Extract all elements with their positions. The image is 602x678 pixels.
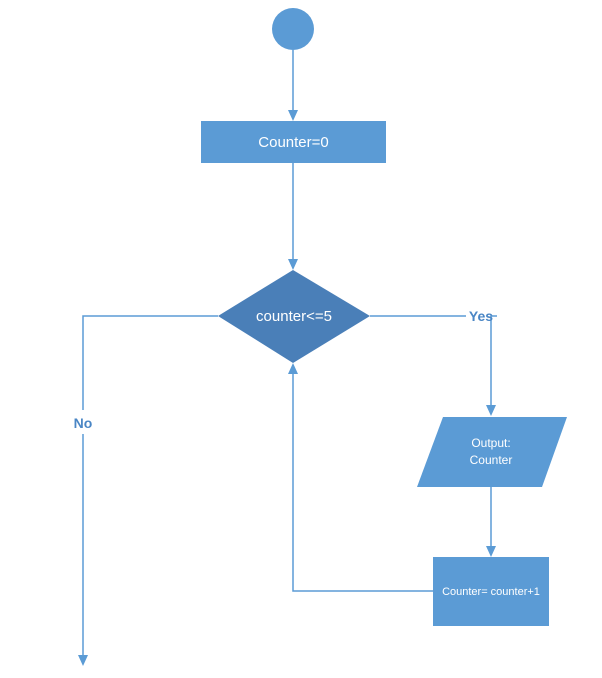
- connectors: [78, 50, 497, 666]
- arrowhead-output: [486, 405, 496, 416]
- increment-node: Counter= counter+1: [433, 557, 549, 626]
- arrowhead-no-exit: [78, 655, 88, 666]
- init-node-label: Counter=0: [258, 134, 328, 151]
- arrowhead-loop-decision: [288, 363, 298, 374]
- edge-increment-loop-back: [292, 373, 433, 592]
- edge-decision-no-top: [82, 315, 218, 410]
- arrowhead-increment: [486, 546, 496, 557]
- start-node: [272, 8, 314, 50]
- decision-node: counter<=5: [218, 270, 370, 363]
- edge-yes-to-output: [490, 315, 497, 406]
- arrowhead-decision: [288, 259, 298, 270]
- increment-node-label: Counter= counter+1: [442, 586, 540, 598]
- output-node: Output: Counter: [417, 417, 567, 487]
- output-node-label-line1: Output:: [471, 436, 510, 450]
- decision-node-label: counter<=5: [256, 308, 332, 325]
- init-node: Counter=0: [201, 121, 386, 163]
- arrowhead-init: [288, 110, 298, 121]
- output-node-label-line2: Counter: [470, 453, 513, 467]
- yes-label: Yes: [469, 308, 493, 324]
- no-label: No: [74, 415, 93, 431]
